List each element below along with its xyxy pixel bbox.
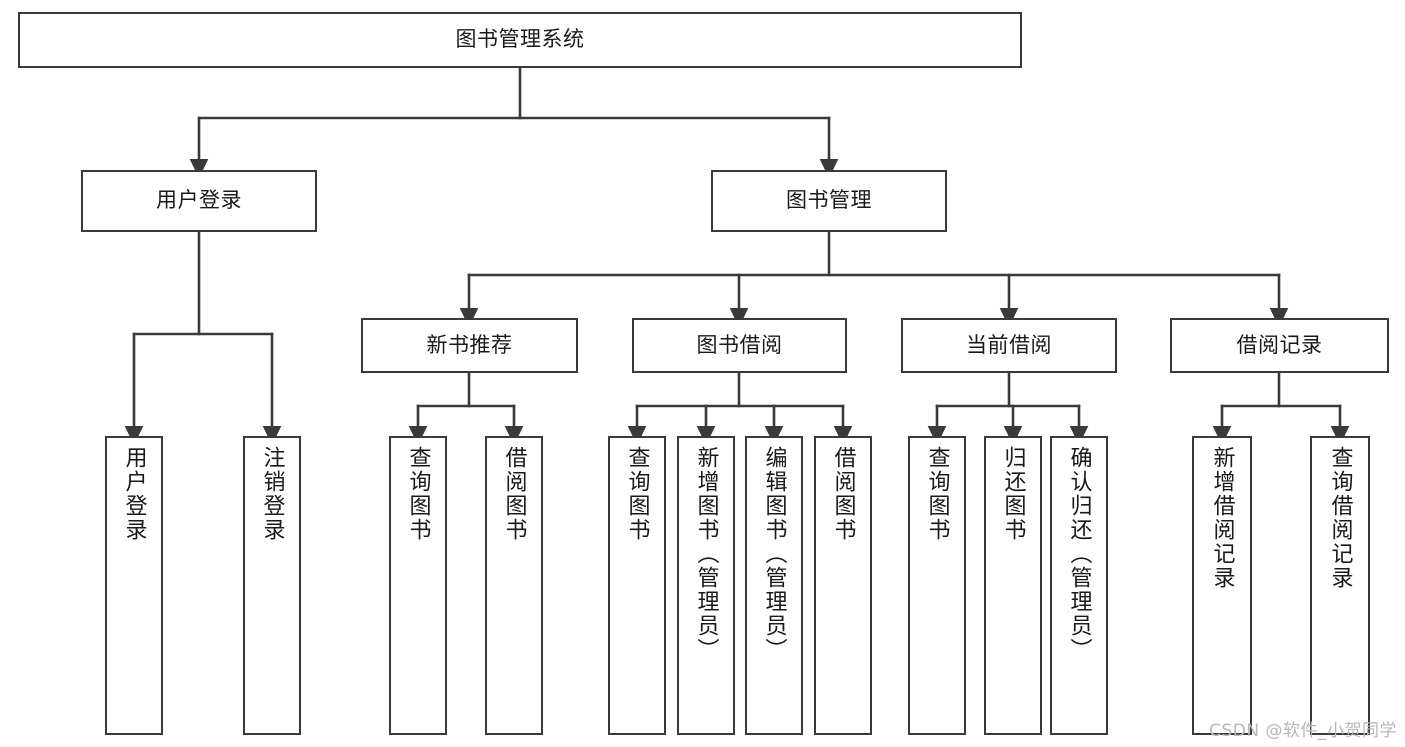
node-leaf-user-login-label: 用户登录 [121,446,147,542]
node-current-borrow-label: 当前借阅 [966,332,1052,357]
node-leaf-user-login[interactable]: 用户登录 [105,436,163,735]
node-current-borrow[interactable]: 当前借阅 [901,318,1117,373]
node-book-borrow-label: 图书借阅 [696,332,783,357]
node-leaf-confirm-return[interactable]: 确认归还（管理员） [1050,436,1108,735]
node-user-login-label: 用户登录 [156,188,242,213]
node-new-book-recommend-label: 新书推荐 [426,332,513,357]
node-borrow-record-label: 借阅记录 [1236,332,1323,357]
node-leaf-query-book-rec[interactable]: 查询图书 [389,436,447,735]
node-leaf-borrow-book-label: 借阅图书 [830,446,856,542]
node-leaf-query-book-borrow[interactable]: 查询图书 [608,436,666,735]
node-leaf-add-book[interactable]: 新增图书（管理员） [677,436,735,735]
node-leaf-query-record[interactable]: 查询借阅记录 [1310,436,1370,735]
node-leaf-borrow-book-rec[interactable]: 借阅图书 [485,436,543,735]
node-leaf-edit-book[interactable]: 编辑图书（管理员） [745,436,803,735]
node-leaf-return-book-label: 归还图书 [1000,446,1026,542]
node-leaf-query-book-cur[interactable]: 查询图书 [908,436,966,735]
node-leaf-borrow-book-rec-label: 借阅图书 [501,446,527,542]
node-leaf-query-book-rec-label: 查询图书 [405,446,431,542]
node-leaf-logout[interactable]: 注销登录 [243,436,301,735]
node-new-book-recommend[interactable]: 新书推荐 [361,318,578,373]
node-book-borrow[interactable]: 图书借阅 [632,318,847,373]
node-leaf-add-book-label: 新增图书（管理员） [693,446,719,662]
node-leaf-return-book[interactable]: 归还图书 [984,436,1042,735]
node-leaf-query-record-label: 查询借阅记录 [1327,446,1353,590]
node-leaf-logout-label: 注销登录 [259,446,285,542]
node-book-manage-label: 图书管理 [786,188,872,213]
node-leaf-confirm-return-label: 确认归还（管理员） [1066,446,1092,662]
node-book-manage[interactable]: 图书管理 [711,170,947,232]
node-leaf-add-record-label: 新增借阅记录 [1209,446,1235,590]
node-leaf-query-book-cur-label: 查询图书 [924,446,950,542]
node-root-label: 图书管理系统 [455,27,585,52]
node-root-system[interactable]: 图书管理系统 [18,12,1022,68]
node-borrow-record[interactable]: 借阅记录 [1170,318,1389,373]
node-leaf-add-record[interactable]: 新增借阅记录 [1192,436,1252,735]
csdn-watermark: CSDN @软件_小贺同学 [1209,721,1397,741]
node-user-login[interactable]: 用户登录 [81,170,317,232]
node-leaf-query-book-borrow-label: 查询图书 [624,446,650,542]
node-leaf-borrow-book[interactable]: 借阅图书 [814,436,872,735]
node-leaf-edit-book-label: 编辑图书（管理员） [761,446,787,662]
